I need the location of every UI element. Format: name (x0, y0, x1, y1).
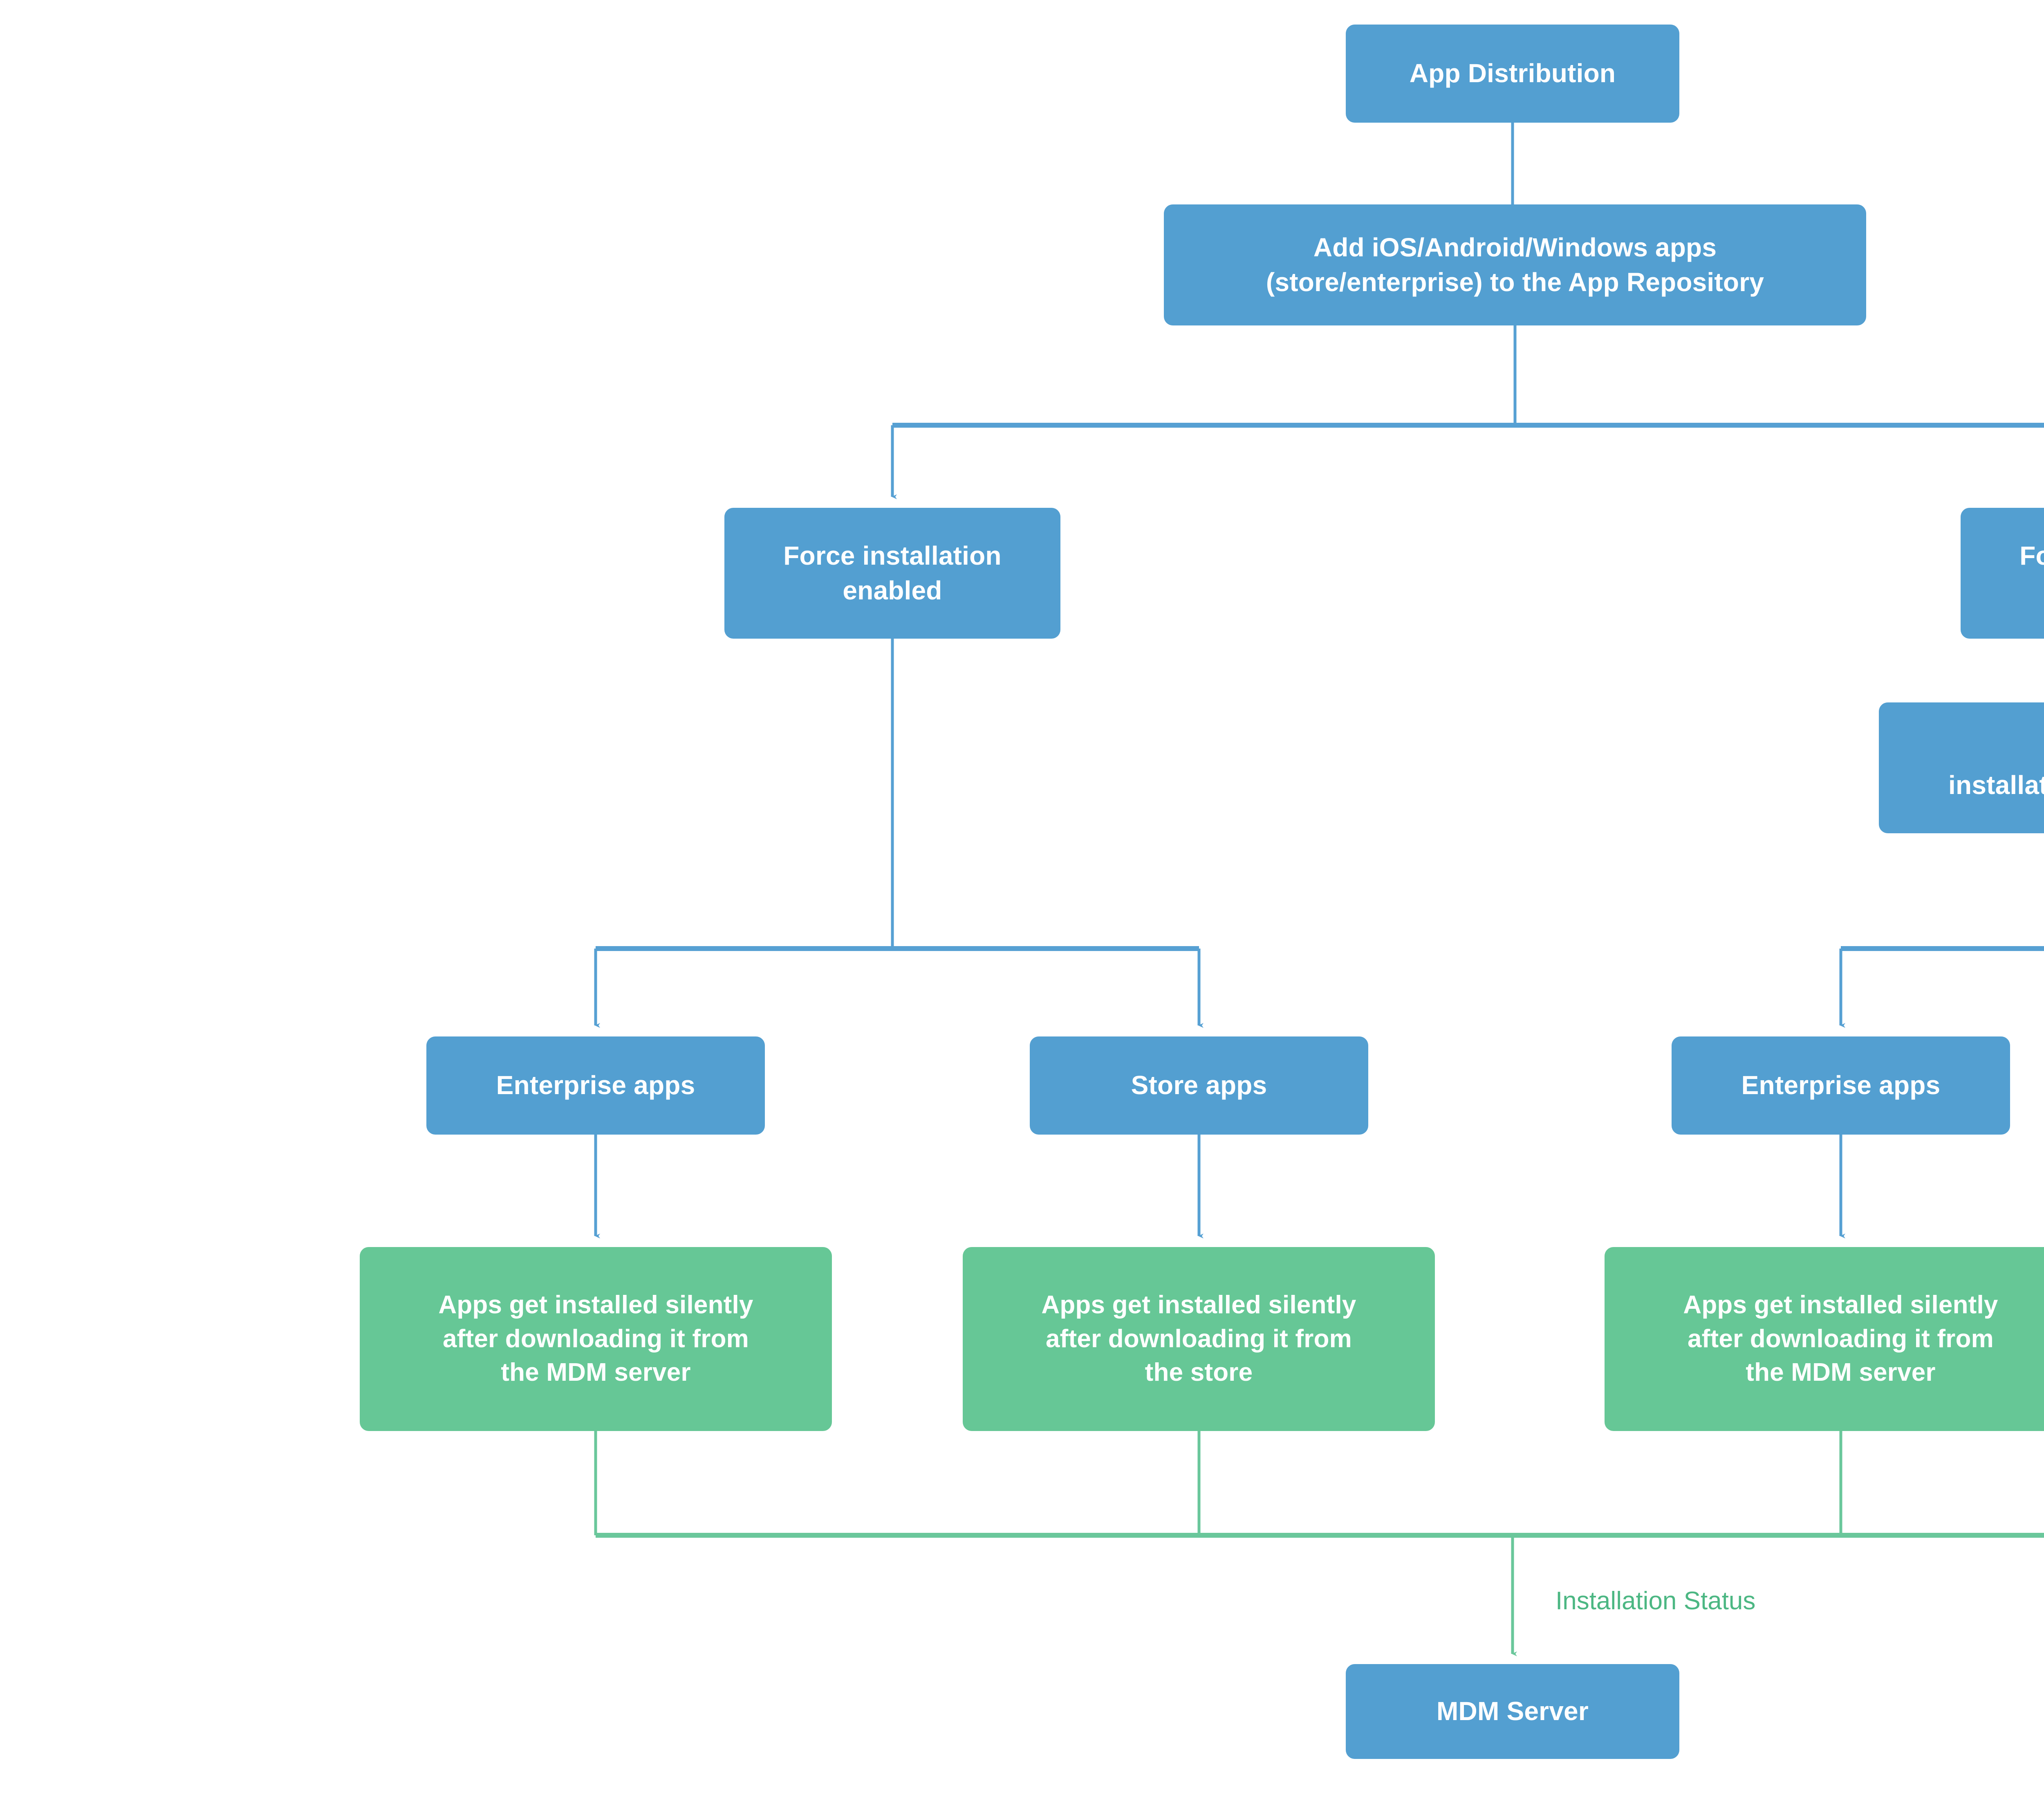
node-user-initiates[interactable]: User initiatesinstallation from App Cata… (1879, 702, 2044, 833)
node-app-distribution[interactable]: App Distribution (1346, 25, 1679, 123)
node-add-apps[interactable]: Add iOS/Android/Windows apps(store/enter… (1164, 204, 1866, 325)
node-label: Enterprise apps (496, 1070, 695, 1100)
node-enterprise-apps-right[interactable]: Enterprise apps (1672, 1036, 2010, 1135)
node-force-install-disabled[interactable]: Force installationdisabled (1961, 508, 2044, 639)
node-label: Store apps (1131, 1070, 1267, 1100)
node-label: App Distribution (1409, 58, 1616, 88)
node-label: MDM Server (1437, 1696, 1589, 1726)
green-connectors (594, 1431, 2044, 1656)
edge-label-installation-status: Installation Status (1555, 1587, 1756, 1615)
node-label: User initiatesinstallation from App Cata… (1948, 770, 2044, 800)
node-enterprise-apps-left[interactable]: Enterprise apps (426, 1036, 765, 1135)
node-label: Enterprise apps (1741, 1070, 1941, 1100)
node-label: Force installationdisabled (2019, 541, 2044, 570)
node-store-apps-left[interactable]: Store apps (1030, 1036, 1368, 1135)
node-mdm-server[interactable]: MDM Server (1346, 1664, 1679, 1759)
node-label: Add iOS/Android/Windows apps(store/enter… (1266, 232, 1764, 297)
